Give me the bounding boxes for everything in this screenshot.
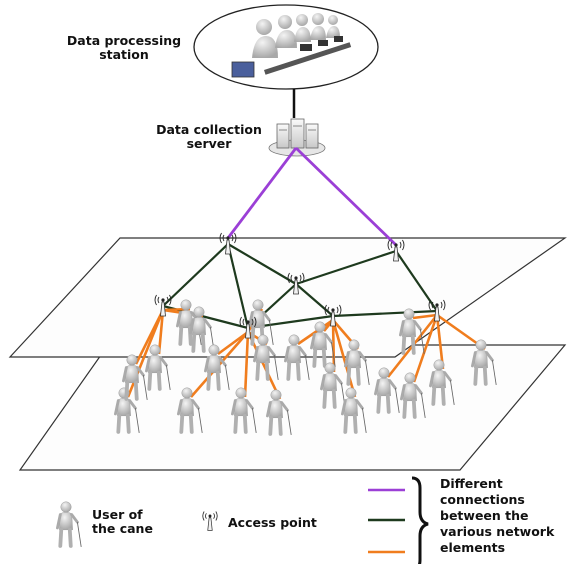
legend-user-icon	[56, 501, 82, 548]
station-label-line1: Data processing	[66, 33, 182, 48]
ap-link	[226, 243, 250, 329]
user-link	[217, 330, 249, 356]
ap-link	[162, 243, 229, 307]
access-point-icon	[287, 272, 305, 295]
upper-plane	[8, 237, 567, 358]
ap-link	[332, 309, 438, 318]
cane-user	[231, 387, 257, 434]
legend-connections-label: Different connections between the variou…	[440, 476, 565, 556]
server-label-line2: server	[186, 136, 232, 151]
cane-user	[320, 362, 346, 409]
cane-user	[177, 387, 203, 434]
cane-user	[204, 344, 230, 391]
user-link	[134, 309, 165, 365]
access-point-icon	[219, 232, 237, 255]
legend-user-label-line1: User of	[92, 507, 143, 522]
legend-access-point-icon	[202, 511, 218, 531]
user-link	[331, 319, 336, 373]
operators-illustration	[231, 13, 352, 78]
cane-user	[284, 334, 310, 381]
cane-user	[253, 334, 279, 381]
legend-connections-line3: between the	[440, 508, 529, 523]
cane-user	[248, 299, 274, 346]
cane-user	[266, 389, 292, 436]
legend-connections-line5: elements	[440, 540, 506, 555]
user-link	[157, 309, 165, 355]
access-point-icon	[154, 294, 172, 317]
legend-user-label-line2: the cane	[92, 521, 153, 536]
legend-user-label: User of the cane	[92, 508, 182, 536]
user-link	[412, 313, 438, 320]
station-label: Data processing station	[54, 34, 194, 62]
server-link-ap1	[226, 147, 298, 239]
access-points	[154, 232, 446, 339]
server-label: Data collection server	[144, 123, 274, 151]
station-label-line2: station	[99, 47, 149, 62]
cane-user	[122, 354, 148, 401]
legend-access-point-label: Access point	[228, 515, 317, 530]
legend-connections-line1: Different	[440, 476, 503, 491]
cane-user	[471, 339, 497, 386]
cane-user	[56, 501, 82, 548]
cane-user	[310, 321, 336, 368]
server-label-line1: Data collection	[156, 122, 262, 137]
user-link	[331, 319, 357, 398]
cane-user	[114, 387, 140, 434]
access-point-icon	[428, 299, 446, 322]
ap-link	[227, 243, 297, 285]
legend-connections-line2: connections	[440, 492, 525, 507]
cane-user	[374, 367, 400, 414]
cane-user	[400, 372, 426, 419]
cane-user	[145, 344, 171, 391]
access-point-icon	[387, 239, 405, 262]
user-link	[243, 331, 250, 398]
user-link	[435, 314, 445, 370]
access-point-icon	[202, 511, 218, 531]
ap-link	[295, 249, 397, 286]
server-link-ap2	[295, 146, 397, 247]
user-link	[412, 314, 439, 383]
cane-user	[429, 359, 455, 406]
access-point-icon	[324, 304, 342, 327]
cane-user	[341, 387, 367, 434]
cane-user	[344, 339, 370, 386]
access-point-icon	[239, 316, 257, 339]
legend-brace	[411, 476, 429, 568]
cane-user	[399, 308, 425, 355]
cane-users	[114, 299, 497, 436]
user-link	[297, 318, 334, 346]
ap-link	[295, 283, 334, 317]
legend-connections-line4: various network	[440, 524, 555, 539]
